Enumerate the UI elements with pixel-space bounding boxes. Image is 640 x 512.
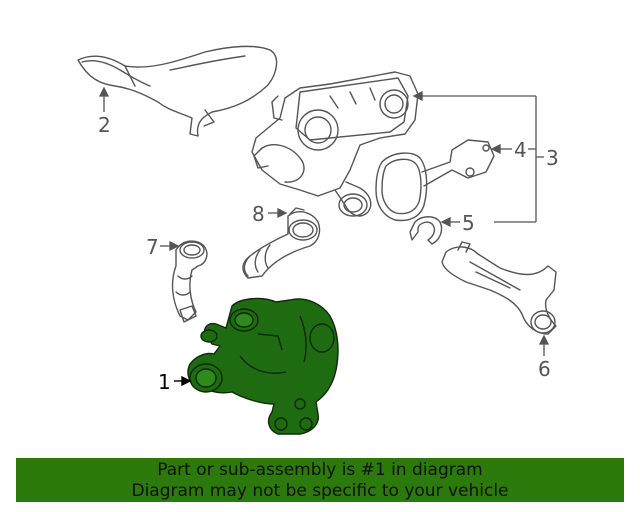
callout-3: 3 [546, 146, 559, 170]
part-5-clip [409, 216, 443, 245]
arrow-4 [490, 143, 501, 155]
banner-line-2: Diagram may not be specific to your vehi… [131, 481, 509, 501]
callout-1: 1 [158, 370, 171, 394]
arrow-3 [412, 90, 423, 102]
callout-4: 4 [514, 138, 527, 162]
arrow-7 [169, 240, 180, 252]
callout-6: 6 [538, 357, 551, 381]
info-banner: Part or sub-assembly is #1 in diagram Di… [16, 458, 624, 502]
callout-7: 7 [146, 235, 159, 259]
callout-5: 5 [462, 211, 475, 235]
banner-line-1: Part or sub-assembly is #1 in diagram [157, 460, 483, 480]
callout-2: 2 [98, 113, 111, 137]
part-2-heat-shield [77, 45, 278, 137]
part-6-pipe [441, 241, 557, 335]
arrow-8 [277, 207, 288, 219]
parts-diagram [77, 45, 557, 435]
part-4-gasket-sensor [375, 139, 495, 222]
arrow-6 [538, 334, 550, 345]
arrow-1 [181, 375, 192, 387]
part-7-small-hose [171, 240, 208, 323]
part-3-thermostat-housing [251, 71, 419, 217]
arrow-5 [440, 216, 451, 228]
part-8-hose [242, 207, 321, 279]
arrow-2 [98, 86, 110, 97]
callout-8: 8 [252, 202, 265, 226]
part-1-water-pump [187, 297, 339, 435]
